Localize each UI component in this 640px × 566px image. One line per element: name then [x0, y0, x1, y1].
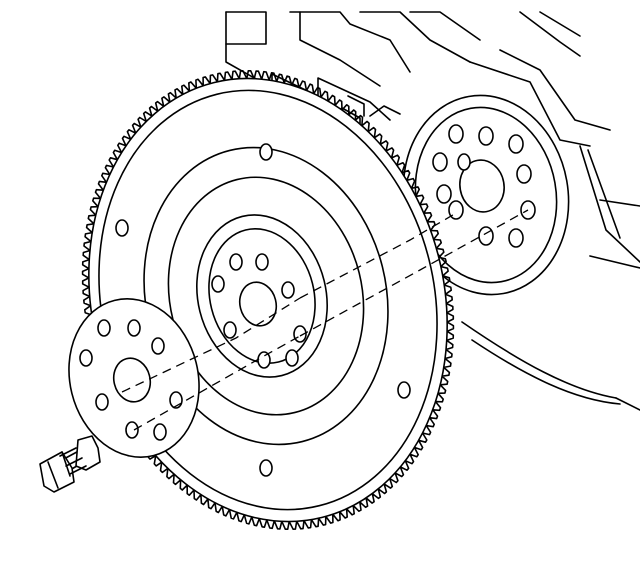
flywheel-center-hole — [238, 281, 278, 327]
crankshaft-flange — [402, 94, 570, 296]
flywheel-bolt — [39, 435, 101, 493]
retainer-bolt-holes — [79, 319, 183, 441]
retainer-plate — [68, 298, 200, 458]
flywheel-bolt-holes — [211, 253, 307, 369]
alignment-lines — [121, 209, 529, 431]
flywheel — [81, 70, 455, 530]
flywheel-hub — [196, 214, 328, 378]
flywheel-outer-holes — [115, 143, 411, 477]
crankshaft-pilot-hole — [459, 159, 505, 213]
